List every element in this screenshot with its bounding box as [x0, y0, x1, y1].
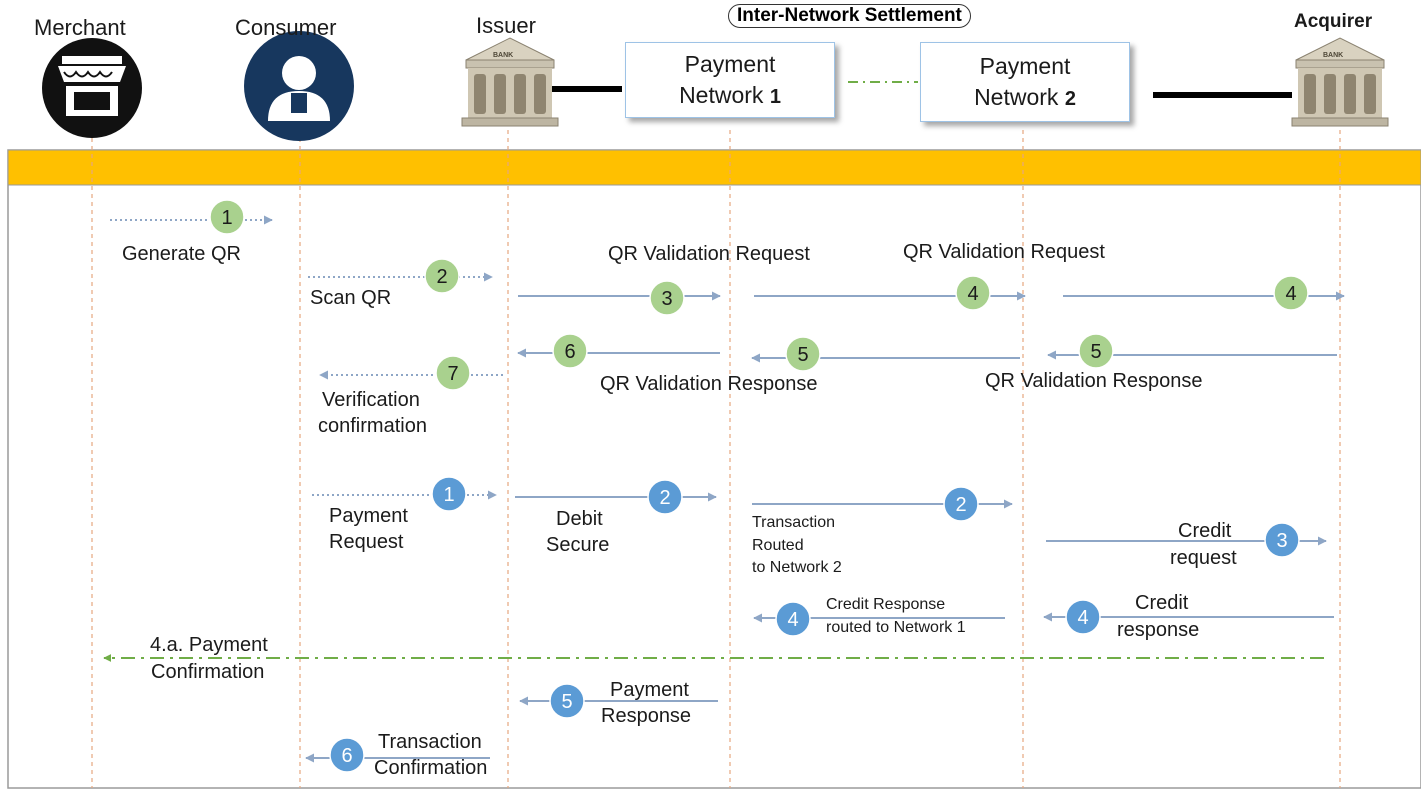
pay-step-6 — [329, 737, 365, 773]
payment-network-2-box: Payment Network 2 — [920, 42, 1130, 122]
qr-step-4a — [955, 275, 991, 311]
debit-line1: Debit — [556, 508, 603, 530]
debit-line2: Secure — [546, 534, 610, 556]
pay-step-4b-number: 4 — [1077, 607, 1088, 629]
pay-step-5 — [549, 683, 585, 719]
pay-step-5-number: 5 — [561, 691, 572, 713]
qr-step-7-number: 7 — [447, 363, 458, 385]
credit-resp-routed-line2: routed to Network 1 — [826, 619, 966, 636]
acquirer-bank-text: BANK — [1323, 52, 1344, 59]
qr-step-5a — [785, 336, 821, 372]
validation-response-label-2: QR Validation Response — [985, 370, 1203, 392]
pay-step-1 — [431, 476, 467, 512]
pay-step-2a — [647, 479, 683, 515]
credit-resp-routed-line1: Credit Response — [826, 596, 946, 613]
payment-network-1-box: Payment Network 1 — [625, 42, 835, 118]
qr-step-2 — [424, 258, 460, 294]
network1-number: 1 — [769, 86, 781, 109]
qr-step-6 — [552, 333, 588, 369]
qr-step-7 — [435, 355, 471, 391]
credit-request-line2: request — [1170, 547, 1237, 569]
acquirer-label: Acquirer — [1294, 11, 1373, 32]
txn-confirmation-line2: Confirmation — [374, 757, 488, 779]
qr-step-5a-number: 5 — [797, 344, 808, 366]
settlement-title: Inter-Network Settlement — [728, 4, 971, 28]
consumer-label: Consumer — [235, 15, 337, 40]
qr-step-1-number: 1 — [221, 207, 232, 229]
qr-step-1 — [209, 199, 245, 235]
network2-name: Payment — [979, 53, 1071, 79]
network1-sub: Network — [679, 82, 764, 109]
validation-request-label-2: QR Validation Request — [903, 241, 1105, 263]
header-banner — [7, 149, 1421, 186]
message-flows: 1 2 3 4 4 6 5 5 7 1 2 2 3 4 4 5 6 — [103, 199, 1345, 773]
payment-confirmation-line1: 4.a. Payment — [150, 634, 268, 656]
payment-response-line2: Response — [601, 705, 692, 727]
qr-step-4b — [1273, 275, 1309, 311]
store-icon — [42, 38, 142, 138]
merchant-label: Merchant — [34, 15, 126, 40]
issuer-bank-icon — [461, 37, 559, 127]
qr-step-4a-number: 4 — [967, 283, 978, 305]
network2-number: 2 — [1064, 88, 1076, 111]
qr-step-5b-number: 5 — [1090, 341, 1101, 363]
credit-request-line1: Credit — [1178, 520, 1232, 542]
validation-response-label-1: QR Validation Response — [600, 373, 818, 395]
routed-line1: Transaction — [752, 514, 835, 531]
issuer-label: Issuer — [476, 13, 536, 38]
qr-step-4b-number: 4 — [1285, 283, 1296, 305]
payment-request-line2: Request — [329, 531, 404, 553]
txn-confirmation-line1: Transaction — [378, 731, 482, 753]
pay-step-4a-number: 4 — [787, 609, 798, 631]
pay-step-6-number: 6 — [341, 745, 352, 767]
network1-name: Payment — [684, 51, 776, 77]
pay-step-4b — [1065, 599, 1101, 635]
network1-sub-line: Network 1 — [626, 80, 834, 111]
qr-step-2-number: 2 — [436, 266, 447, 288]
pay-step-2b-number: 2 — [955, 494, 966, 516]
pay-step-2a-number: 2 — [659, 487, 670, 509]
issuer-bank-text: BANK — [493, 52, 514, 59]
payment-response-line1: Payment — [610, 679, 689, 701]
verification-label-line2: confirmation — [318, 415, 427, 437]
pay-step-3-number: 3 — [1276, 530, 1287, 552]
qr-step-3-number: 3 — [661, 288, 672, 310]
payment-request-line1: Payment — [329, 505, 408, 527]
swimlane-frame — [7, 149, 1421, 789]
qr-step-3 — [649, 280, 685, 316]
acquirer-bank-icon — [1291, 37, 1389, 127]
pay-step-2b — [943, 486, 979, 522]
routed-line3: to Network 2 — [752, 559, 842, 576]
user-icon — [244, 31, 354, 141]
verification-label-line1: Verification — [322, 389, 420, 411]
qr-step-5b — [1078, 333, 1114, 369]
lifelines — [91, 130, 1341, 788]
pay-step-3 — [1264, 522, 1300, 558]
routed-line2: Routed — [752, 537, 804, 554]
network2-sub-line: Network 2 — [921, 82, 1129, 113]
credit-response-line2: response — [1117, 619, 1200, 641]
qr-step-6-number: 6 — [564, 341, 575, 363]
payment-confirmation-line2: Confirmation — [151, 661, 265, 683]
network2-sub: Network — [974, 84, 1059, 111]
validation-request-label-1: QR Validation Request — [608, 243, 810, 265]
credit-response-line1: Credit — [1135, 592, 1189, 614]
pay-step-4a — [775, 601, 811, 637]
pay-step-1-number: 1 — [443, 484, 454, 506]
scan-qr-label: Scan QR — [310, 287, 392, 309]
generate-qr-label: Generate QR — [122, 243, 241, 265]
